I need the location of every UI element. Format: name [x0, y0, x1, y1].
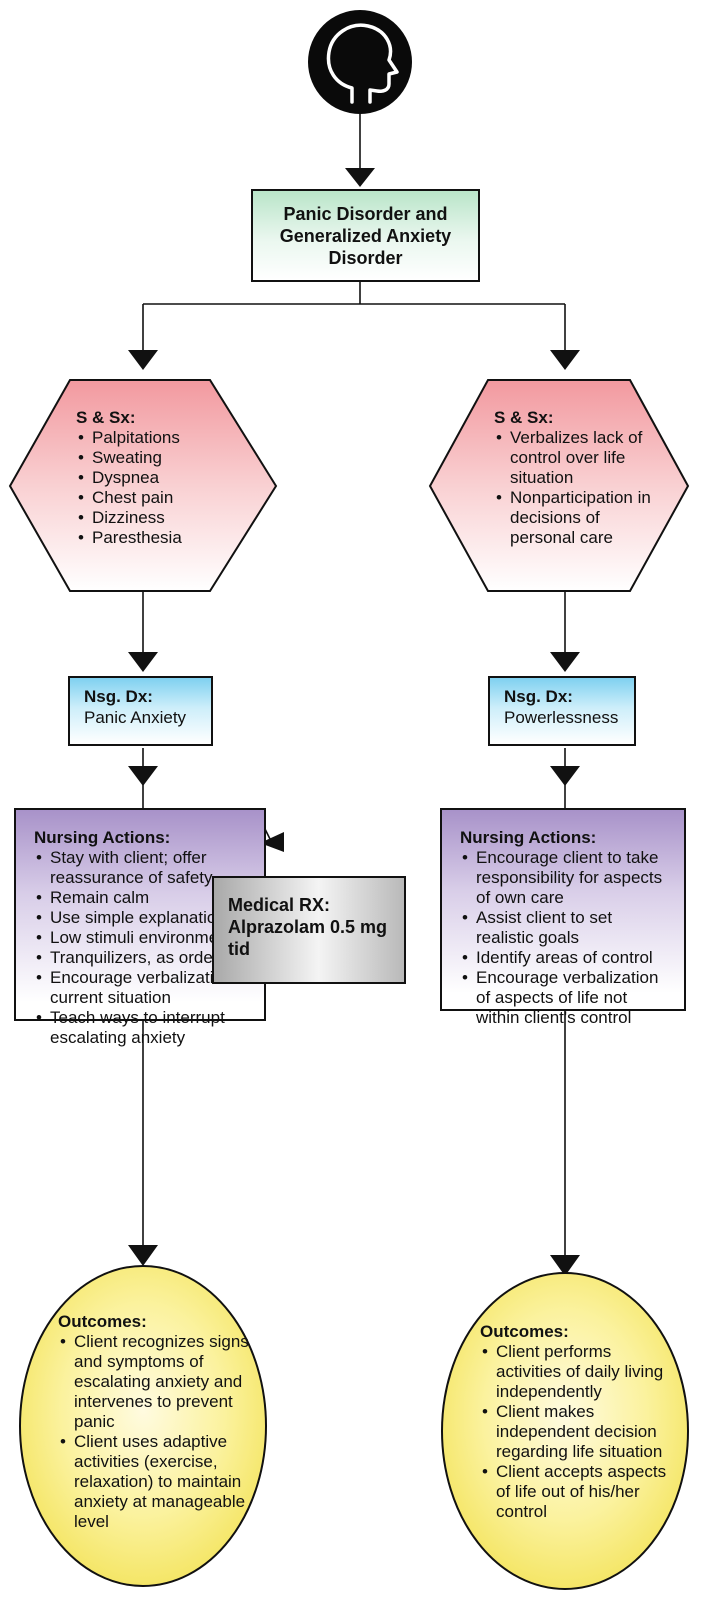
- list-item: Encourage verbalization of current situa…: [34, 968, 254, 1008]
- list-item: Client recognizes signs and symptoms of …: [58, 1332, 258, 1432]
- nursing-dx-left-text: Panic Anxiety: [84, 708, 187, 727]
- list-item: Client performs activities of daily livi…: [480, 1342, 680, 1402]
- list-item: Verbalizes lack of control over life sit…: [494, 428, 654, 488]
- list-item: Tranquilizers, as ordered: [34, 948, 254, 968]
- medical-rx-box: Medical RX: Alprazolam 0.5 mg tid: [212, 876, 406, 984]
- signs-right-list: Verbalizes lack of control over life sit…: [494, 428, 654, 548]
- list-item: Low stimuli environment: [34, 928, 254, 948]
- list-item: Stay with client; offer reassurance of s…: [34, 848, 254, 888]
- list-item: Paresthesia: [76, 528, 256, 548]
- medical-rx-text: Alprazolam 0.5 mg tid: [228, 917, 388, 959]
- list-item: Dyspnea: [76, 468, 256, 488]
- list-item: Client accepts aspects of life out of hi…: [480, 1462, 680, 1522]
- head-profile-icon: [308, 10, 412, 114]
- signs-right-heading: S & Sx:: [494, 408, 554, 427]
- outcomes-left-list: Client recognizes signs and symptoms of …: [58, 1332, 258, 1532]
- signs-left-list: Palpitations Sweating Dyspnea Chest pain…: [76, 428, 256, 548]
- nursing-dx-right-heading: Nsg. Dx:: [504, 687, 573, 706]
- nursing-actions-right: Nursing Actions: Encourage client to tak…: [440, 808, 686, 1027]
- list-item: Client uses adaptive activities (exercis…: [58, 1432, 258, 1532]
- list-item: Use simple explanations: [34, 908, 254, 928]
- list-item: Identify areas of control: [460, 948, 674, 968]
- signs-right: S & Sx: Verbalizes lack of control over …: [494, 408, 654, 548]
- list-item: Assist client to set realistic goals: [460, 908, 674, 948]
- nursing-dx-left-heading: Nsg. Dx:: [84, 687, 153, 706]
- list-item: Dizziness: [76, 508, 256, 528]
- outcomes-right: Outcomes: Client performs activities of …: [480, 1322, 680, 1522]
- list-item: Nonparticipation in decisions of persona…: [494, 488, 654, 548]
- nursing-dx-right-text: Powerlessness: [504, 708, 619, 727]
- signs-left-heading: S & Sx:: [76, 408, 136, 427]
- nursing-actions-right-heading: Nursing Actions:: [460, 828, 597, 847]
- outcomes-right-heading: Outcomes:: [480, 1322, 569, 1341]
- medical-rx-heading: Medical RX:: [228, 895, 331, 915]
- list-item: Teach ways to interrupt escalating anxie…: [34, 1008, 254, 1048]
- diagnosis-title: Panic Disorder and Generalized Anxiety D…: [279, 203, 452, 268]
- list-item: Encourage verbalization of aspects of li…: [460, 968, 674, 1028]
- nursing-actions-left: Nursing Actions: Stay with client; offer…: [14, 808, 266, 1047]
- diagnosis-title-box: Panic Disorder and Generalized Anxiety D…: [251, 189, 480, 282]
- nursing-dx-right: Nsg. Dx: Powerlessness: [488, 676, 636, 746]
- outcomes-left: Outcomes: Client recognizes signs and sy…: [58, 1312, 258, 1532]
- outcomes-left-heading: Outcomes:: [58, 1312, 147, 1331]
- nursing-actions-left-list: Stay with client; offer reassurance of s…: [34, 848, 254, 1048]
- list-item: Sweating: [76, 448, 256, 468]
- list-item: Palpitations: [76, 428, 256, 448]
- nursing-actions-left-heading: Nursing Actions:: [34, 828, 171, 847]
- list-item: Remain calm: [34, 888, 254, 908]
- list-item: Chest pain: [76, 488, 256, 508]
- signs-left: S & Sx: Palpitations Sweating Dyspnea Ch…: [76, 408, 256, 548]
- nursing-dx-left: Nsg. Dx: Panic Anxiety: [68, 676, 213, 746]
- outcomes-right-list: Client performs activities of daily livi…: [480, 1342, 680, 1522]
- list-item: Client makes independent decision regard…: [480, 1402, 680, 1462]
- list-item: Encourage client to take responsibility …: [460, 848, 674, 908]
- nursing-actions-right-list: Encourage client to take responsibility …: [460, 848, 674, 1028]
